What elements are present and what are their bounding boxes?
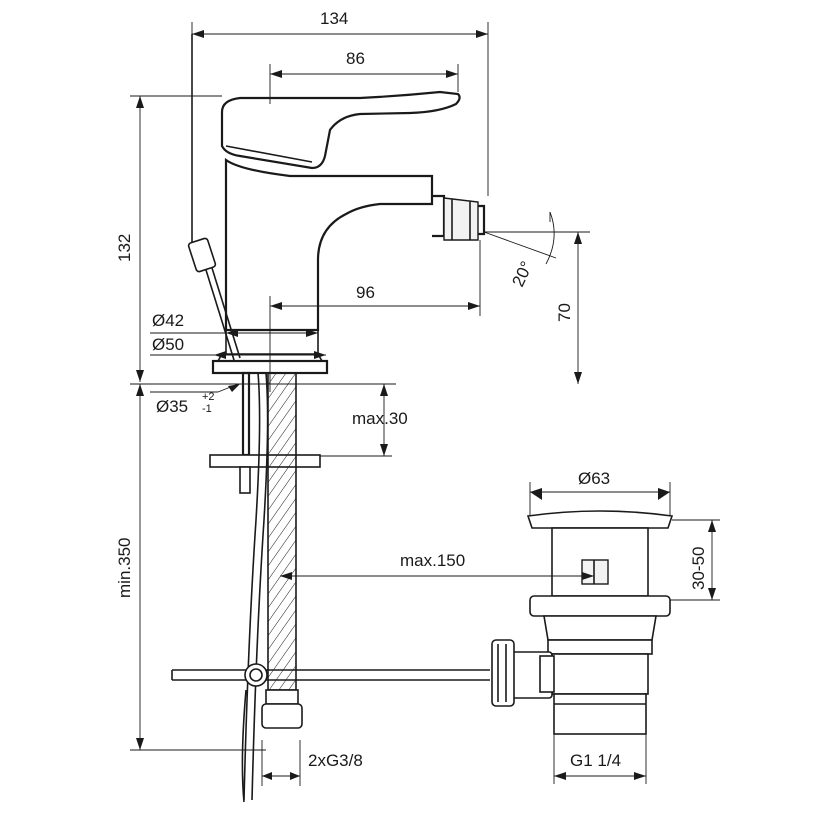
braided-hose xyxy=(241,372,303,803)
under-deck-fixing xyxy=(209,371,321,494)
dim-max30-label: max.30 xyxy=(352,409,408,428)
dim-d35-tol-upper: +2 xyxy=(202,391,215,403)
horizontal-rod xyxy=(171,663,490,687)
dim-d63-label: Ø63 xyxy=(578,469,610,488)
popup-rod xyxy=(187,34,241,361)
body-column xyxy=(224,157,434,332)
dim-96-label: 96 xyxy=(356,283,375,302)
dim-min350-label: min.350 xyxy=(115,538,134,598)
dim-d35-label: Ø35 xyxy=(156,397,188,416)
dimension-lines xyxy=(130,22,720,786)
dim-70-label: 70 xyxy=(555,303,574,322)
dim-d50-label: Ø50 xyxy=(152,335,184,354)
dim-30-50-label: 30-50 xyxy=(689,547,708,590)
spout-nozzle xyxy=(432,194,486,241)
waste-fitting xyxy=(491,510,674,735)
dim-d35-tol-lower: -1 xyxy=(202,403,212,415)
dim-g38-label: 2xG3/8 xyxy=(308,751,363,770)
dim-d42-label: Ø42 xyxy=(152,311,184,330)
faucet-body xyxy=(211,90,486,375)
dim-134-label: 134 xyxy=(320,9,348,28)
dim-g114-label: G1 1/4 xyxy=(570,751,621,770)
dim-86-label: 86 xyxy=(346,49,365,68)
dim-132-label: 132 xyxy=(115,234,134,262)
dim-max150-label: max.150 xyxy=(400,551,465,570)
dim-angle-label: 20° xyxy=(508,258,536,289)
lever-handle xyxy=(220,90,461,170)
